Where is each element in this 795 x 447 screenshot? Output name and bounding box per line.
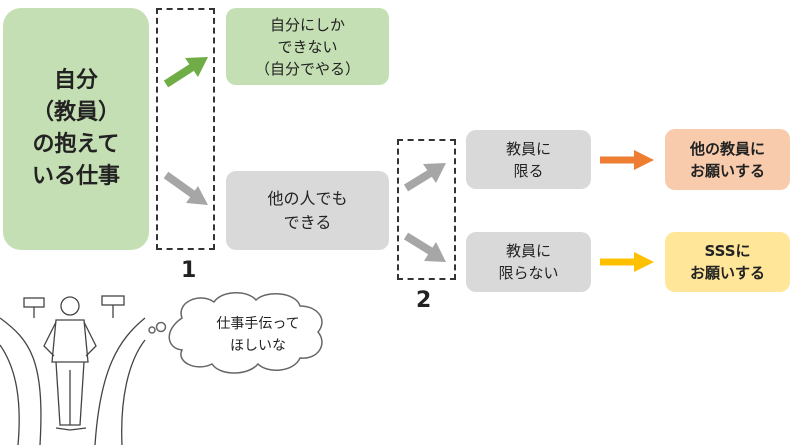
arrow-to-ask-teacher <box>600 150 654 170</box>
ask-sss-box: SSSに お願いする <box>665 232 790 292</box>
decision-1-label: 1 <box>181 258 197 283</box>
not-teacher-only-box: 教員に 限らない <box>466 232 591 292</box>
ask-other-teacher-box: 他の教員に お願いする <box>665 129 790 190</box>
only-self-box: 自分にしか できない （自分でやる） <box>226 8 389 85</box>
teacher-only-box: 教員に 限る <box>466 130 591 189</box>
thought-text: 仕事手伝って ほしいな <box>216 316 300 354</box>
decision-1-frame <box>156 8 215 250</box>
decision-2-frame <box>397 139 456 280</box>
others-can-do-box: 他の人でも できる <box>226 171 389 250</box>
arrow-to-not-teacher-only <box>403 232 446 262</box>
arrow-to-teacher-only <box>403 163 446 192</box>
decision-2-label: 2 <box>416 288 432 313</box>
thought-cloud <box>148 292 323 374</box>
arrow-to-others <box>163 171 208 205</box>
own-work-box: 自分 （教員） の抱えて いる仕事 <box>3 8 149 250</box>
arrow-to-self <box>163 57 208 88</box>
arrow-to-ask-sss <box>600 252 654 272</box>
person-at-crossroads-illustration <box>0 295 146 446</box>
